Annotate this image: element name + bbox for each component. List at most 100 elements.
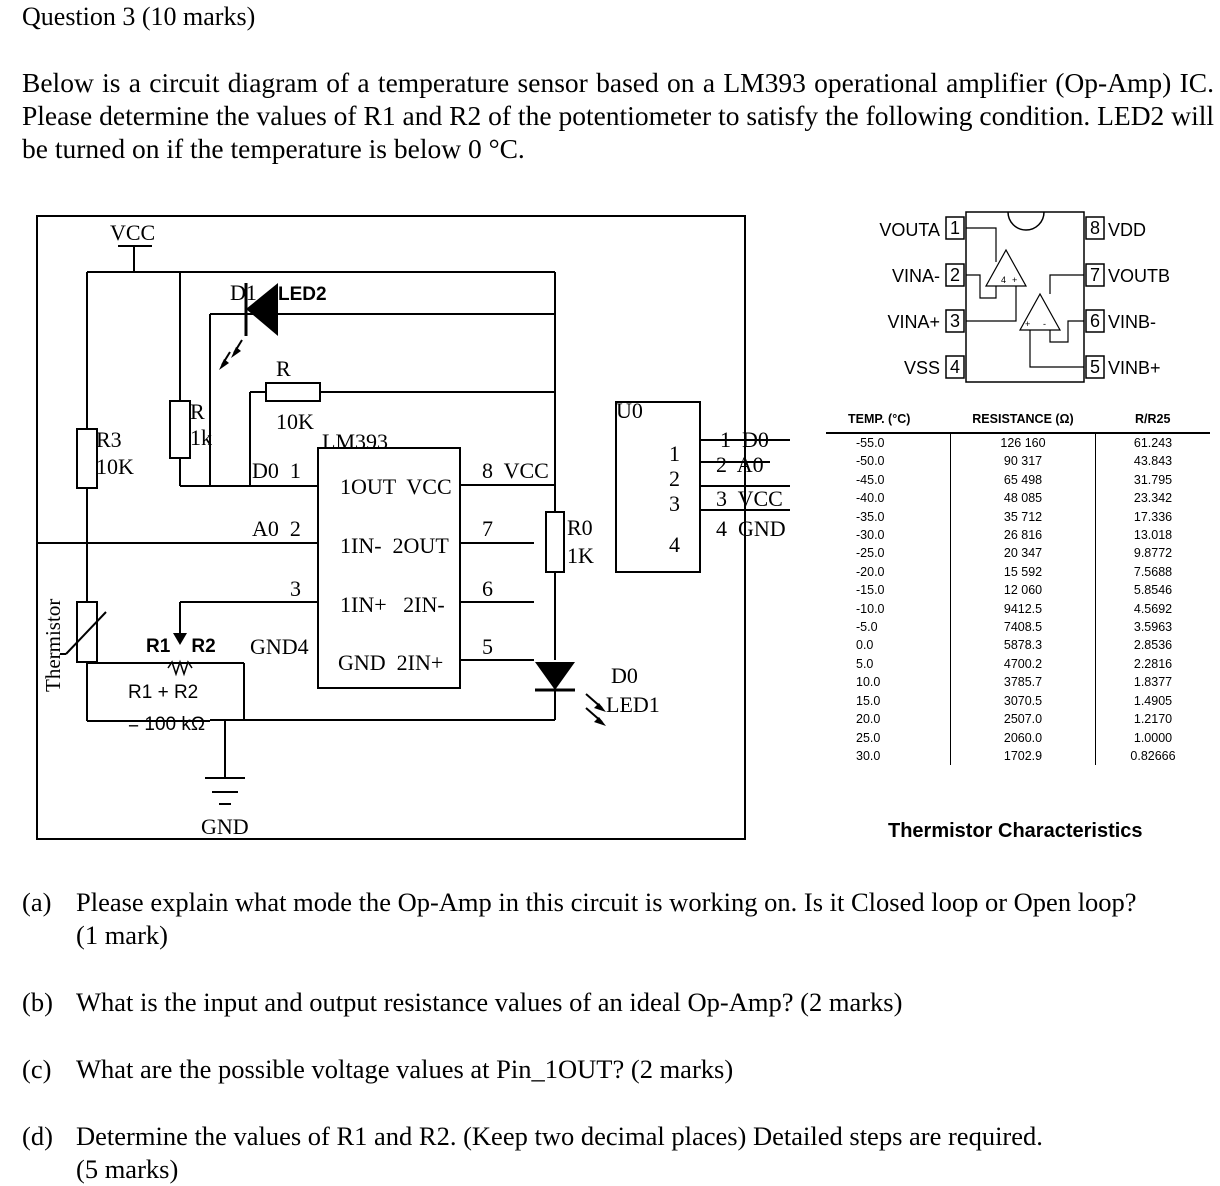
d1-label: D1 (230, 280, 257, 305)
pot-zigzag (167, 659, 193, 677)
table-cell-resistance: 15 592 (950, 562, 1096, 582)
pin-label-vdd: VDD (1108, 220, 1146, 240)
table-cell-temp: -15.0 (856, 583, 885, 598)
resistor-r0 (545, 511, 565, 573)
pin-label-vouta: VOUTA (879, 220, 940, 240)
header-u0 (615, 401, 701, 573)
table-cell-temp: 20.0 (856, 712, 881, 727)
table-cell-resistance: 5878.3 (950, 636, 1096, 655)
pin-num-1: 1 (950, 218, 960, 238)
table-cell-temp: 30.0 (856, 748, 881, 763)
pin-8-vcc: 8 VCC (482, 458, 549, 483)
pin-num-2: 2 (950, 265, 960, 285)
pin-gnd4: GND4 (250, 634, 309, 659)
table-cell-ratio: 23.342 (1095, 489, 1210, 508)
pin-label-vinb-plus: VINB+ (1108, 358, 1161, 378)
header-signal-3: 3 VCC (716, 486, 783, 511)
table-cell-temp: 15.0 (856, 693, 881, 708)
pin-label-vina-minus: VINA- (892, 266, 940, 286)
table-cell-ratio: 2.2816 (1095, 654, 1210, 674)
table-cell-resistance: 2060.0 (950, 728, 1096, 747)
table-cell-temp: -20.0 (856, 564, 885, 579)
part-c: (c) What are the possible voltage values … (22, 1053, 733, 1086)
part-d-label: (d) (22, 1121, 53, 1151)
gnd-label: GND (201, 814, 249, 839)
ic-row4: GND 2IN+ (338, 650, 443, 675)
r0-value: 1K (567, 543, 594, 568)
ic-row1: 1OUT VCC (340, 474, 452, 499)
u0-label: U0 (616, 398, 643, 423)
r-10k-name: R (276, 356, 291, 381)
lm393-label: LM393 (322, 429, 388, 454)
table-cell-ratio: 13.018 (1095, 526, 1210, 545)
r3-value: 10K (96, 454, 134, 479)
thermistor-symbol (60, 601, 107, 663)
part-c-text: What are the possible voltage values at … (76, 1054, 734, 1084)
pin-d0-1: D0 1 (252, 458, 301, 483)
part-d: (d)Determine the values of R1 and R2. (K… (22, 1120, 1043, 1186)
ic-row3: 1IN+ 2IN- (340, 592, 445, 617)
table-cell-temp: -5.0 (856, 620, 878, 635)
table-cell-ratio: 5.8546 (1095, 581, 1210, 600)
table-cell-ratio: 4.5692 (1095, 599, 1210, 619)
pin-label-vinb-minus: VINB- (1108, 312, 1156, 332)
table-cell-ratio: 0.82666 (1095, 746, 1210, 766)
table-cell-resistance: 7408.5 (950, 618, 1096, 637)
part-b-text: What is the input and output resistance … (76, 987, 903, 1017)
table-cell-temp: 10.0 (856, 675, 881, 690)
table-cell-resistance: 48 085 (950, 489, 1096, 508)
pin-num-8: 8 (1090, 218, 1100, 238)
pot-sum-line1: R1 + R2 (128, 682, 198, 703)
part-d-marks: (5 marks) (76, 1154, 179, 1184)
table-cell-ratio: 1.8377 (1095, 673, 1210, 692)
table-cell-temp: -35.0 (856, 509, 885, 524)
pin-label-vss: VSS (904, 358, 940, 378)
vcc-label: VCC (110, 220, 155, 245)
table-cell-ratio: 9.8772 (1095, 544, 1210, 563)
table-cell-ratio: 61.243 (1095, 433, 1210, 453)
table-cell-resistance: 3785.7 (950, 673, 1096, 692)
pin-6: 6 (482, 576, 493, 601)
header-signal-2: 2 A0 (716, 452, 764, 477)
pin-num-6: 6 (1090, 311, 1100, 331)
table-cell-resistance: 2507.0 (950, 710, 1096, 729)
table-cell-resistance: 65 498 (950, 470, 1096, 490)
resistor-r3 (76, 428, 98, 489)
table-cell-resistance: 20 347 (950, 544, 1096, 563)
lm393-ic-body (317, 447, 461, 689)
led2-symbol (219, 283, 278, 370)
table-cell-resistance: 9412.5 (950, 599, 1096, 619)
table-cell-temp: -45.0 (856, 472, 885, 487)
pin-a0-2: A0 2 (252, 516, 301, 541)
r0-name: R0 (567, 515, 593, 540)
r-1k-value: 1k (190, 425, 212, 450)
led1-label: LED1 (606, 692, 660, 717)
table-cell-temp: -50.0 (856, 454, 885, 469)
resistor-r-10k (265, 382, 321, 402)
table-cell-ratio: 43.843 (1095, 452, 1210, 471)
table-cell-temp: 25.0 (856, 730, 881, 745)
part-c-label: (c) (22, 1054, 52, 1084)
header-pin-4: 4 (669, 532, 680, 557)
pin-label-vina-plus: VINA+ (887, 312, 940, 332)
ic-row2: 1IN- 2OUT (340, 533, 449, 558)
part-b: (b)What is the input and output resistan… (22, 986, 902, 1019)
table-cell-temp: 5.0 (856, 656, 874, 671)
pot-sum-line2: = 100 kΩ (128, 714, 205, 735)
table-cell-temp: -10.0 (856, 601, 885, 616)
header-signal-4: 4 GND (716, 516, 786, 541)
svg-text:+: + (1025, 319, 1030, 329)
pin-num-3: 3 (950, 311, 960, 331)
table-cell-ratio: 1.2170 (1095, 710, 1210, 729)
